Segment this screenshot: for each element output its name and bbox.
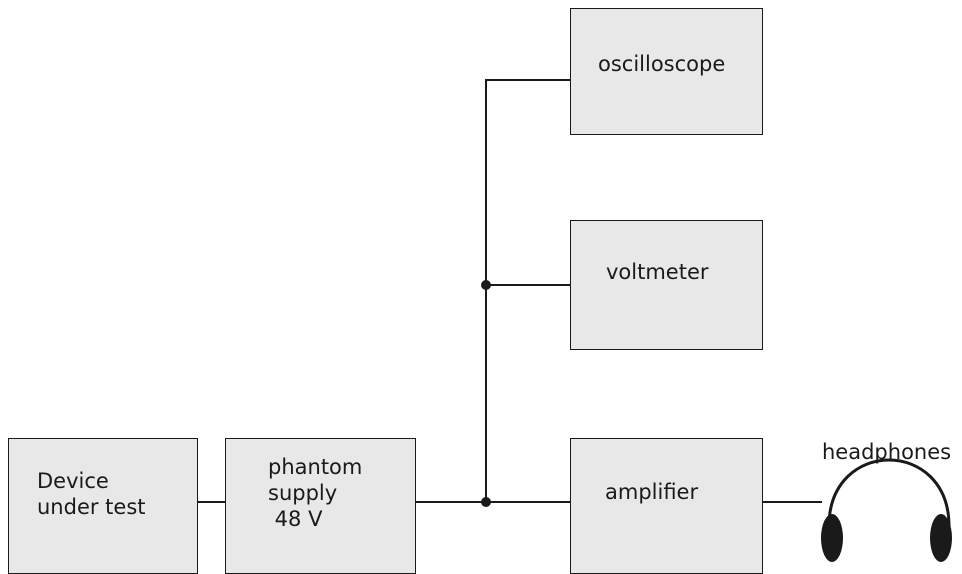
headphones-icon [821,458,952,562]
junction-dot-voltmeter [481,280,491,290]
device-under-test-box [8,438,198,574]
oscilloscope-label: oscilloscope [598,52,726,76]
oscilloscope-box [570,8,763,135]
device-under-test-label: Device under test [37,469,146,520]
phantom-supply-box [225,438,416,574]
amplifier-label: amplifier [605,480,699,504]
voltmeter-box [570,220,763,350]
wire-bus-to-oscilloscope [485,79,570,502]
voltmeter-label: voltmeter [606,260,709,284]
phantom-supply-label: phantom supply 48 V [268,455,363,532]
amplifier-box [570,438,763,574]
junction-dot-main [481,497,491,507]
headphones-label: headphones [822,440,952,464]
